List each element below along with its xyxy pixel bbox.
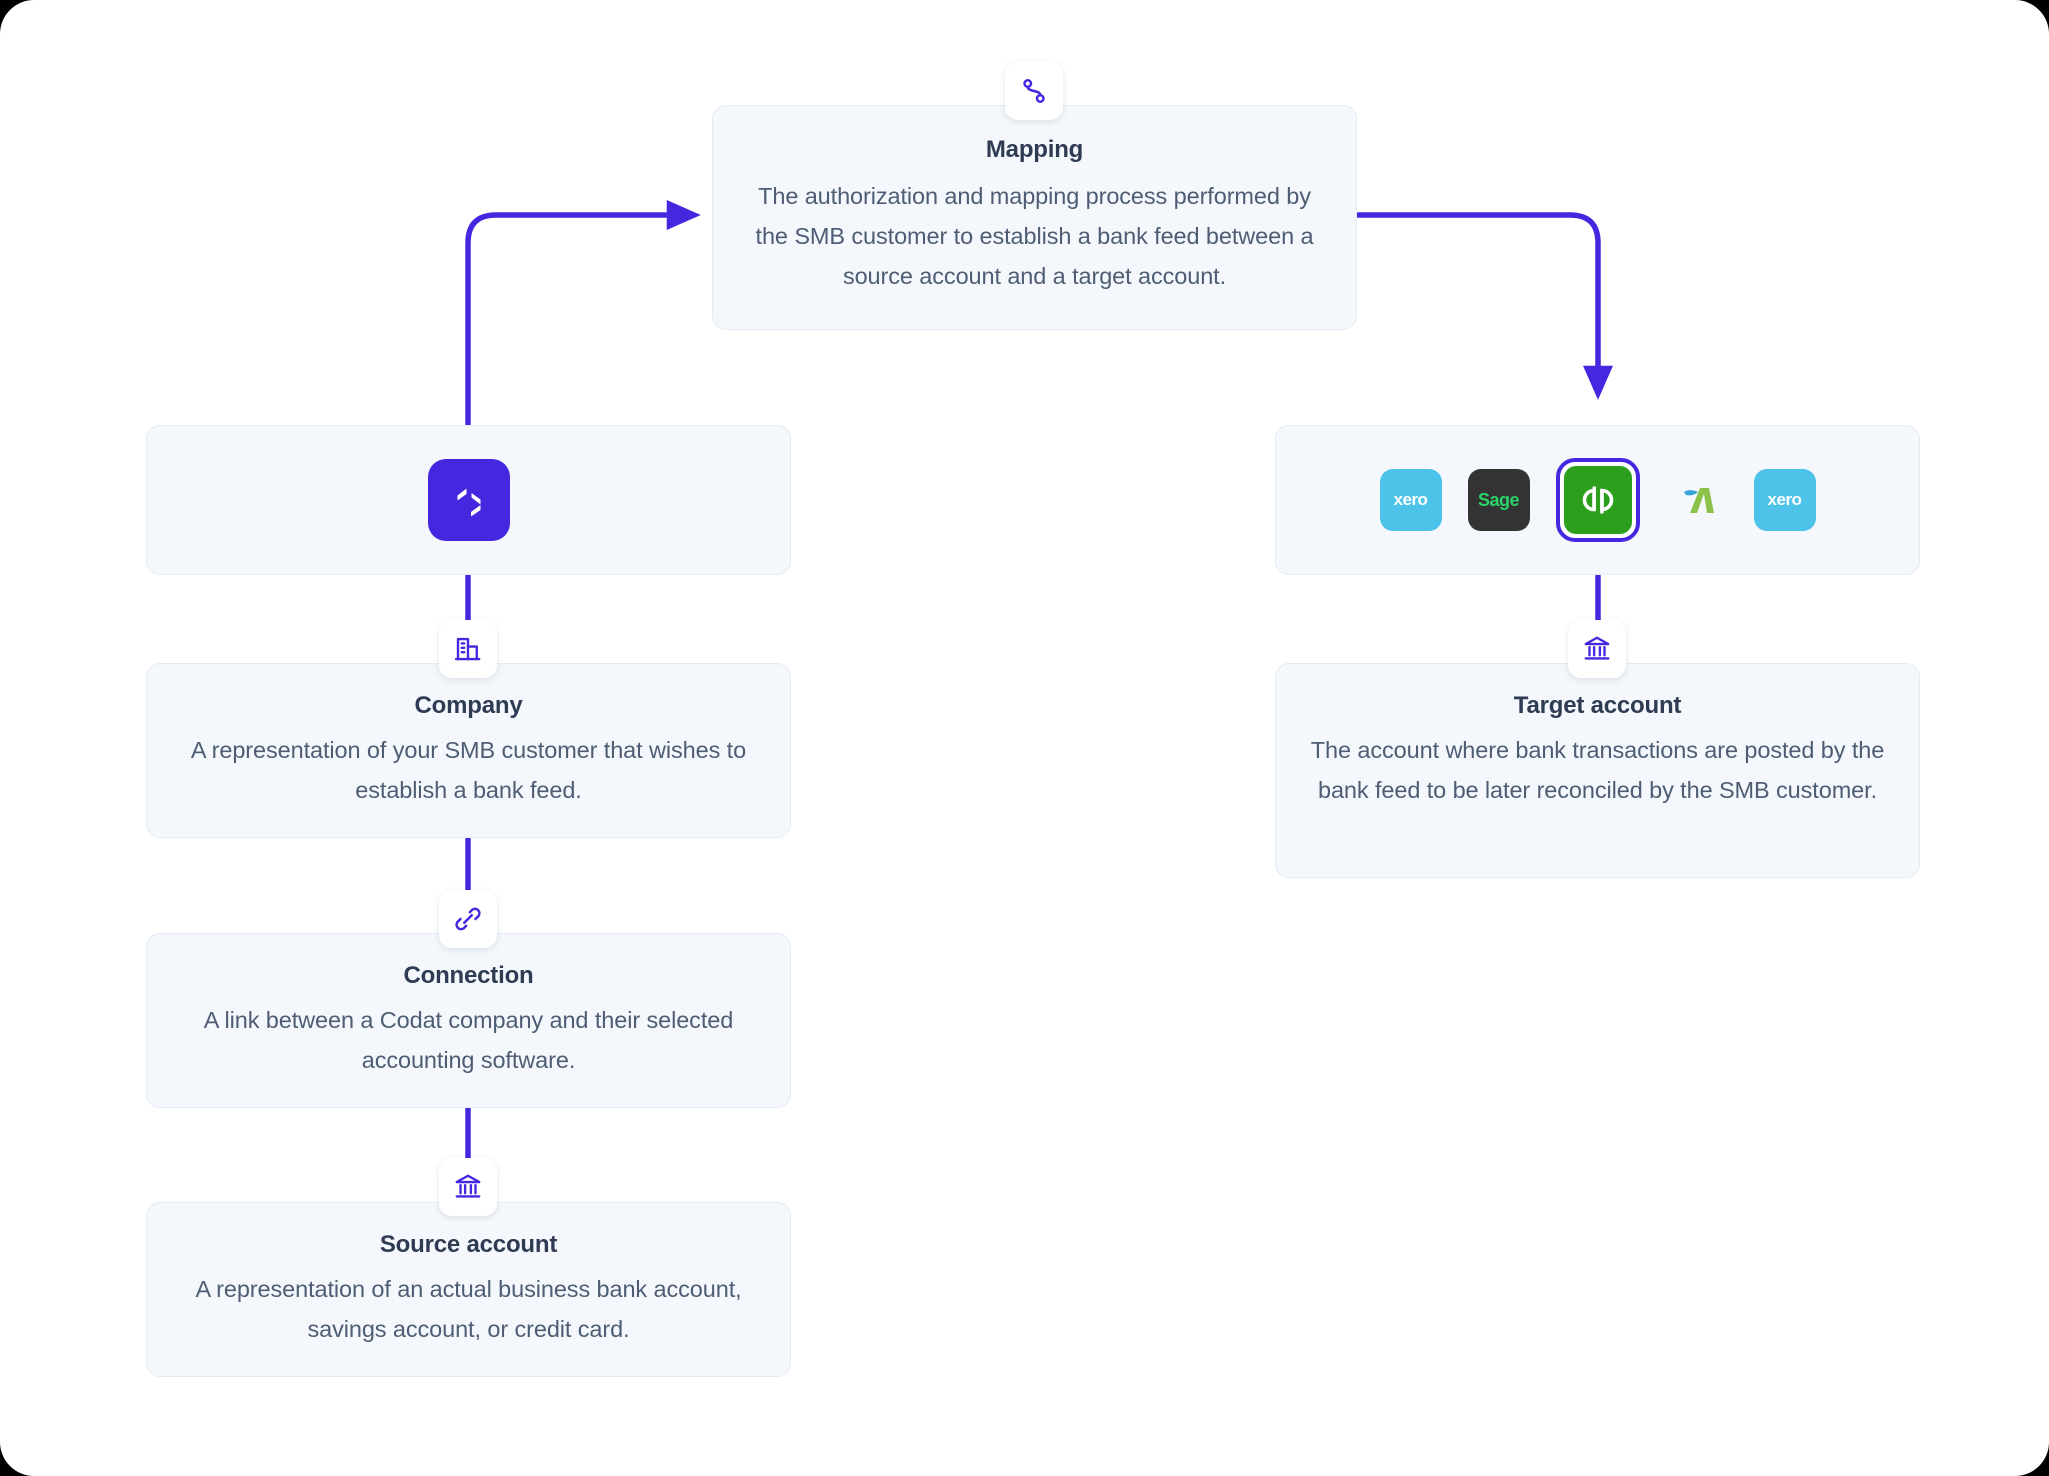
sage-logo-tile[interactable]: Sage: [1467, 469, 1530, 531]
mapping-title: Mapping: [985, 136, 1084, 163]
mapping-description: The authorization and mapping process pe…: [755, 183, 1314, 289]
node-target-account[interactable]: Target account The account where bank tr…: [1275, 663, 1920, 878]
xero-logo-text-2: xero: [1767, 490, 1802, 509]
connection-title: Connection: [403, 962, 534, 989]
target-account-title: Target account: [1513, 692, 1682, 719]
connection-description: A link between a Codat company and their…: [203, 1007, 734, 1073]
node-source-account[interactable]: Source account A representation of an ac…: [146, 1202, 791, 1377]
codat-logo-icon: [427, 459, 510, 541]
source-account-title: Source account: [379, 1231, 558, 1258]
freeagent-logo-tile[interactable]: [1665, 469, 1728, 531]
xero-logo-text: xero: [1393, 490, 1428, 509]
node-accounting-software[interactable]: xero Sage xero: [1275, 425, 1920, 575]
node-codat-platform[interactable]: [146, 425, 791, 575]
quickbooks-logo-tile[interactable]: [1555, 458, 1640, 542]
company-description: A representation of your SMB customer th…: [190, 737, 747, 803]
source-account-description: A representation of an actual business b…: [195, 1276, 742, 1342]
node-mapping[interactable]: Mapping The authorization and mapping pr…: [712, 105, 1357, 330]
node-connection[interactable]: Connection A link between a Codat compan…: [146, 933, 791, 1108]
route-icon: [1005, 62, 1063, 120]
company-title: Company: [414, 692, 523, 719]
connector-codat-to-mapping: [465, 199, 701, 427]
bank-icon-target: [1568, 620, 1626, 678]
link-icon: [439, 890, 497, 948]
bank-icon: [439, 1158, 497, 1216]
target-account-description: The account where bank transactions are …: [1310, 737, 1885, 803]
connector-mapping-to-software: [1355, 212, 1614, 400]
node-company[interactable]: Company A representation of your SMB cus…: [146, 663, 791, 838]
xero-logo-tile-2[interactable]: xero: [1753, 469, 1816, 531]
building-icon: [439, 620, 497, 678]
xero-logo-tile[interactable]: xero: [1379, 469, 1442, 531]
sage-logo-text: Sage: [1477, 489, 1520, 510]
